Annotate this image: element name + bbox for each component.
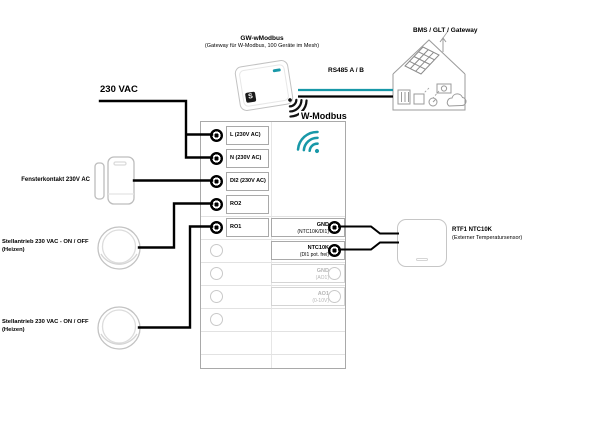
terminal-label-L: L (230V AC) (226, 126, 269, 145)
terminal-label: NTC10K (307, 244, 329, 251)
terminal-label-N: N (230V AC) (226, 149, 269, 168)
terminal-dot-RO2 (210, 198, 223, 211)
terminal-label: AO1 (317, 290, 329, 297)
terminal-label-DI2: DI2 (230V AC) (226, 172, 269, 191)
terminal-label: GND (316, 267, 329, 274)
wire-temp-sensor (338, 225, 399, 251)
gateway-device: S (233, 59, 295, 112)
grid-line (201, 239, 345, 240)
terminal-dot-ntc10k (328, 244, 341, 257)
actuator-2-label: Stellantrieb 230 VAC - ON / OFF (2, 319, 89, 325)
wmodbus-label: W-Modbus (299, 111, 349, 121)
grid-line (201, 216, 345, 217)
terminal-dot-gnd (328, 221, 341, 234)
actuator-2-label-group: Stellantrieb 230 VAC - ON / OFF (Heizen) (2, 318, 89, 334)
terminal-dot-unused (328, 267, 341, 280)
actuator-1-sublabel: (Heizen) (2, 247, 25, 253)
terminal-label-RO2: RO2 (226, 195, 269, 214)
actuator-2-sublabel: (Heizen) (2, 327, 25, 333)
sensor-vent-slot (416, 258, 428, 261)
terminal-dot-unused (210, 267, 223, 280)
radiator-icon (397, 89, 411, 105)
actuator-device-1 (97, 226, 141, 270)
rs485-label: RS485 A / B (328, 67, 365, 74)
temp-sensor-title: RTF1 NTC10K (452, 227, 493, 233)
hvac-unit-icon (436, 83, 452, 94)
terminal-sublabel: (AO1) (315, 274, 329, 281)
grid-line (201, 285, 345, 286)
callout-line (442, 30, 449, 39)
terminal-dot-unused (210, 290, 223, 303)
brand-logo-icon: S (244, 91, 257, 103)
terminal-dot-N (210, 152, 223, 165)
terminal-dot-unused (210, 313, 223, 326)
terminal-label: GND (316, 221, 329, 228)
grid-line (201, 308, 345, 309)
terminal-box-ntc10k: NTC10K (DI1 pot. frei) (271, 241, 345, 260)
building-illustration (392, 30, 467, 111)
terminal-sublabel: (NTC10K/DI1) (297, 228, 329, 235)
actuator-1-label-group: Stellantrieb 230 VAC - ON / OFF (Heizen) (2, 238, 89, 254)
terminal-dot-RO1 (210, 221, 223, 234)
terminal-block: L (230V AC) N (230V AC) DI2 (230V AC) RO… (200, 121, 346, 369)
window-contact-label: Fensterkontakt 230V AC (21, 177, 90, 183)
terminal-box-ao1: AO1 (0-10V) (271, 287, 345, 306)
solar-panel-icon (404, 46, 440, 75)
gateway-label-group: GW-wModbus (Gateway für W-Modbus, 100 Ge… (182, 35, 342, 49)
grid-line (201, 354, 345, 355)
terminal-label-RO1: RO1 (226, 218, 269, 237)
terminal-box-gnd-ao1: GND (AO1) (271, 264, 345, 283)
actuator-1-label: Stellantrieb 230 VAC - ON / OFF (2, 239, 89, 245)
gateway-title: GW-wModbus (240, 35, 284, 42)
boiler-icon (413, 93, 425, 105)
terminal-sublabel: (0-10V) (312, 297, 329, 304)
terminal-dot-L (210, 129, 223, 142)
grid-line (201, 262, 345, 263)
wire-230vac (98, 99, 214, 159)
cloud-icon (446, 93, 467, 107)
terminal-dot-unused (210, 244, 223, 257)
terminal-box-gnd-ntc: GND (NTC10K/DI1) (271, 218, 345, 237)
antenna-icon (439, 37, 447, 52)
terminal-sublabel: (DI1 pot. frei) (299, 251, 329, 258)
grid-line (201, 331, 345, 332)
temp-sensor-subtitle: (Externer Temperatursensor) (452, 235, 523, 241)
terminal-dot-unused (328, 290, 341, 303)
temperature-sensor-device (397, 219, 447, 267)
power-label: 230 VAC (100, 84, 138, 95)
terminal-dot-DI2 (210, 175, 223, 188)
bms-label: BMS / GLT / Gateway (413, 27, 478, 34)
fan-icon (440, 85, 448, 92)
temp-sensor-label-group: RTF1 NTC10K (Externer Temperatursensor) (452, 226, 522, 242)
actuator-device-2 (97, 306, 141, 350)
gateway-subtitle: (Gateway für W-Modbus, 100 Geräte im Mes… (204, 43, 320, 49)
window-contact-device (94, 156, 135, 205)
